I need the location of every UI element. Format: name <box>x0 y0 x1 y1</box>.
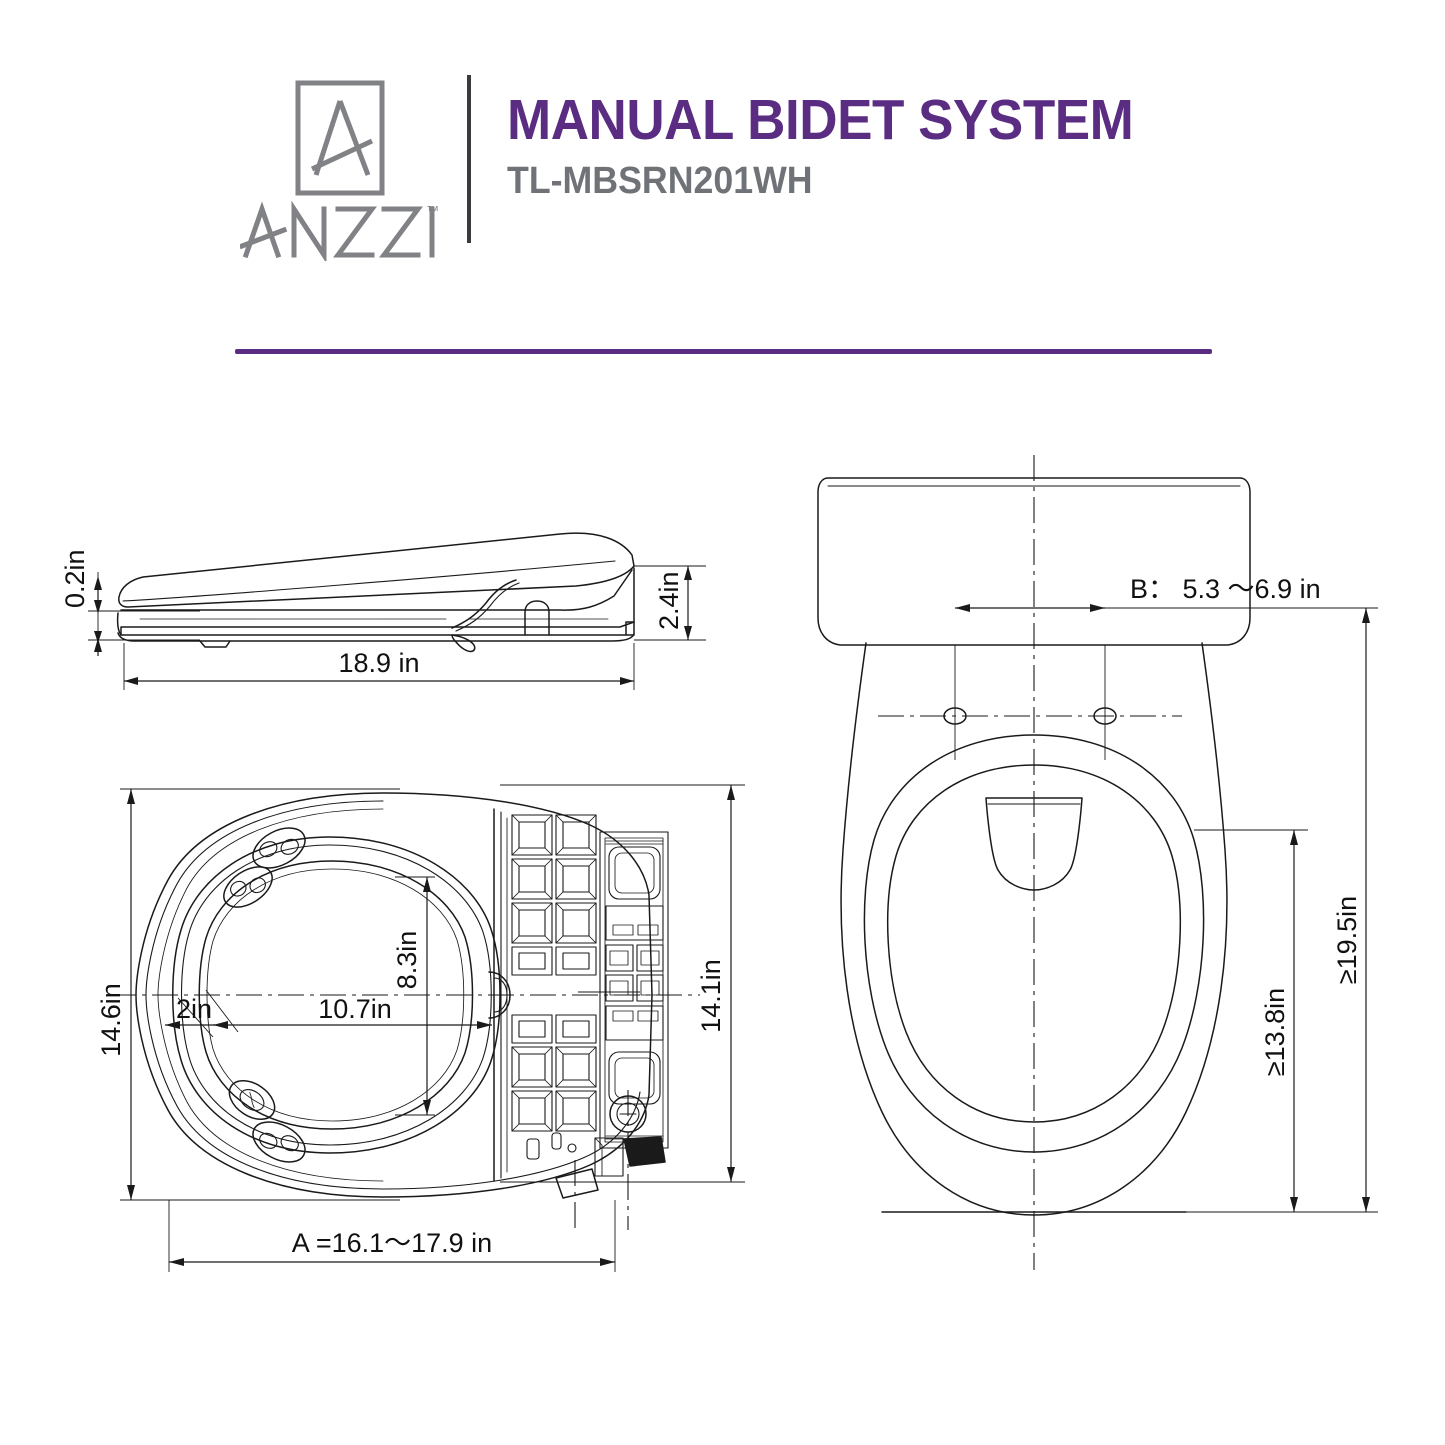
trademark-symbol: ™ <box>426 203 439 218</box>
housing-small-parts <box>526 1132 624 1177</box>
anzzi-a-mark-icon <box>295 80 385 196</box>
side-elevation-view: 0.2in 2.4in 18 <box>60 532 706 690</box>
header: ™ MANUAL BIDET SYSTEM TL-MBSRN201WH <box>235 75 1235 265</box>
dim-label-18-9in: 18.9 in <box>338 648 419 678</box>
dim-label-A-span: A =16.1～17.9 in <box>292 1228 492 1258</box>
dim-label-B-spacing: B： 5.3 ～6.9 in <box>1130 574 1321 604</box>
housing-rib-grid <box>511 814 597 1132</box>
anzzi-wordmark: ™ <box>240 200 439 261</box>
dim-label-13-8in: ≥13.8in <box>1260 988 1290 1076</box>
housing-component-bay <box>599 831 669 1149</box>
model-number: TL-MBSRN201WH <box>507 160 813 203</box>
toilet-top-plan-view: B： 5.3 ～6.9 in ≥13.8in <box>817 455 1378 1270</box>
title-block: MANUAL BIDET SYSTEM TL-MBSRN201WH <box>507 75 1180 203</box>
dim-label-8-3in: 8.3in <box>392 931 422 990</box>
dim-label-0-2in: 0.2in <box>60 549 90 608</box>
dim-label-14-1in: 14.1in <box>696 959 726 1033</box>
dim-mounting-span: A =16.1～17.9 in <box>168 1200 616 1272</box>
dim-bowl-depth: ≥13.8in <box>1186 829 1308 1213</box>
dim-label-2in: 2in <box>176 994 212 1024</box>
dim-side-length: 18.9 in <box>123 643 635 690</box>
dim-rim-offset: 2in <box>165 989 239 1038</box>
dim-label-2-4in: 2.4in <box>654 571 684 630</box>
bumper-pads <box>223 827 306 1163</box>
dim-side-rear-height: 2.4in <box>634 565 706 641</box>
bottom-plan-view: 14.6in 14.1in <box>96 784 745 1272</box>
dim-toilet-overall-depth: ≥19.5in <box>1186 607 1378 1213</box>
header-rule <box>235 349 1212 354</box>
dim-opening-length: 10.7in <box>213 994 492 1029</box>
dim-side-front-height: 0.2in <box>60 549 200 656</box>
dim-label-14-6in: 14.6in <box>96 983 126 1057</box>
brand-logo: ™ <box>235 75 445 261</box>
header-vertical-divider <box>467 75 471 243</box>
dim-label-10-7in: 10.7in <box>318 994 392 1024</box>
page-title: MANUAL BIDET SYSTEM <box>507 88 1134 152</box>
dim-label-19-5in: ≥19.5in <box>1332 896 1362 984</box>
dim-opening-width: 8.3in <box>392 876 435 1116</box>
technical-drawings: 0.2in 2.4in 18 <box>0 400 1445 1445</box>
electrical-connector <box>624 1137 665 1166</box>
dim-housing-depth: 14.1in <box>500 784 745 1183</box>
dim-bolt-spacing: B： 5.3 ～6.9 in <box>955 574 1350 612</box>
dim-bottom-overall-depth: 14.6in <box>96 788 400 1201</box>
